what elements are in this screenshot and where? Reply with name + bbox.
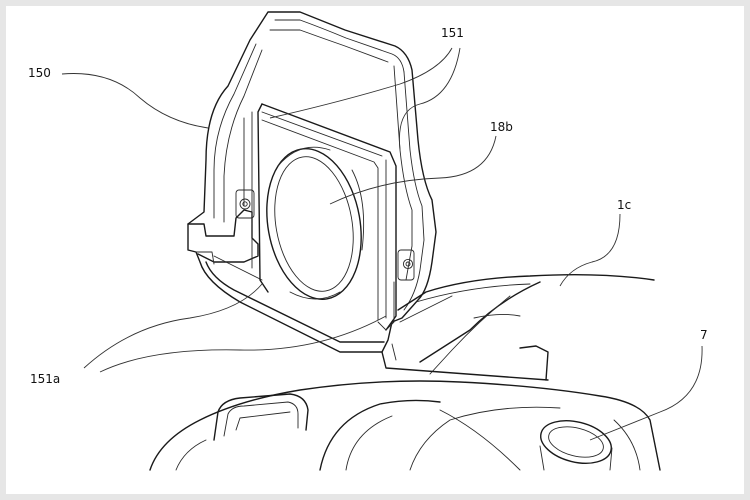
- label-151: 151: [441, 26, 464, 40]
- camera-top-cover: [381, 273, 655, 381]
- window-frame: [235, 103, 415, 331]
- leader-lines: [61, 47, 703, 441]
- label-150: 150: [28, 66, 51, 80]
- camera-lower-body: [149, 380, 661, 471]
- drawing-panel: [6, 6, 744, 494]
- label-18b: 18b: [490, 120, 513, 134]
- flash-window-lens: [266, 146, 365, 300]
- label-151a: 151a: [30, 372, 61, 386]
- label-1c: 1c: [617, 198, 632, 212]
- label-7: 7: [700, 328, 708, 342]
- flash-housing: [187, 11, 437, 353]
